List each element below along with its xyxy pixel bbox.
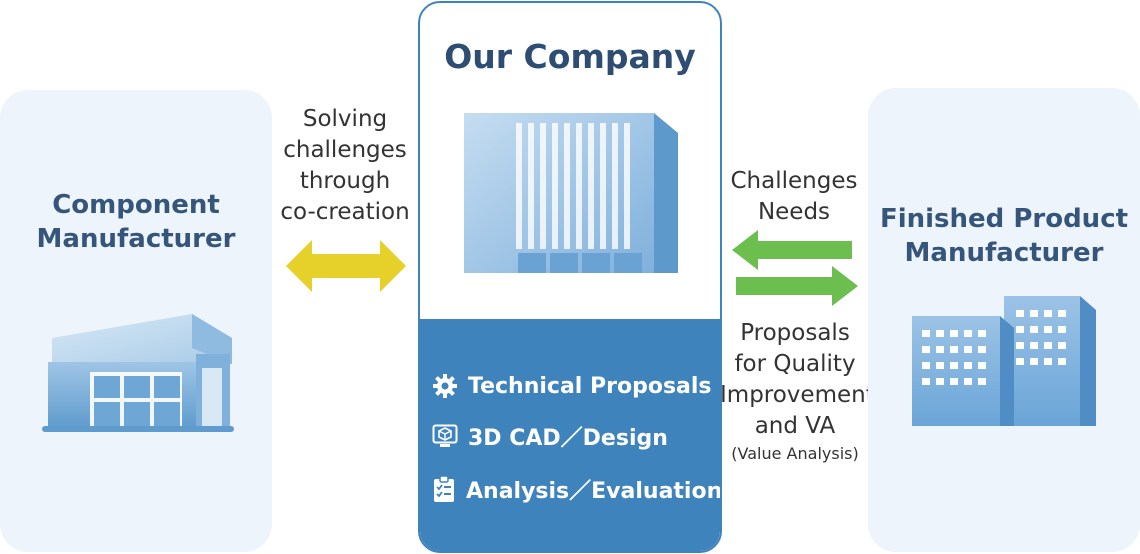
- clipboard-checklist-icon: [434, 475, 454, 502]
- co-creation-label: Solving challenges through co-creation: [274, 104, 416, 228]
- office-building-icon: [464, 113, 678, 273]
- finished-product-manufacturer-title: Finished Product Manufacturer: [868, 202, 1140, 270]
- cube-icon: [432, 424, 458, 447]
- double-arrow-icon: [286, 240, 406, 292]
- challenges-needs-label: Challenges Needs: [722, 166, 866, 228]
- arrow-left-icon: [732, 230, 852, 270]
- right-title-line-1: Finished Product: [879, 204, 1129, 234]
- proposals-line-1: Proposals: [740, 320, 850, 346]
- co-creation-line-1: Solving: [302, 106, 388, 132]
- left-title-line-2: Manufacturer: [36, 224, 236, 254]
- office-buildings-icon: [912, 296, 1096, 426]
- factory-icon: [42, 314, 234, 432]
- service-label: Analysis／Evaluation: [466, 479, 722, 504]
- value-analysis-note: (Value Analysis): [731, 444, 859, 463]
- proposals-line-2: for Quality: [734, 351, 856, 377]
- challenges-line: Challenges: [730, 168, 858, 194]
- our-company-title: Our Company: [444, 37, 696, 76]
- component-manufacturer-panel: Component Manufacturer: [0, 90, 272, 552]
- co-creation-line-3: through: [299, 168, 391, 194]
- service-label: 3D CAD／Design: [468, 426, 668, 451]
- service-label: Technical Proposals: [468, 373, 712, 399]
- services-box: Technical Proposals 3D CAD／Design Analys…: [420, 319, 722, 551]
- component-manufacturer-title: Component Manufacturer: [0, 188, 272, 256]
- service-technical-proposals: Technical Proposals: [432, 369, 712, 403]
- gear-icon: [433, 374, 457, 398]
- co-creation-line-2: challenges: [283, 137, 407, 163]
- finished-product-manufacturer-panel: Finished Product Manufacturer: [868, 88, 1140, 552]
- service-3d-cad-design: 3D CAD／Design: [432, 419, 668, 453]
- our-company-card: Our Company: [418, 1, 722, 553]
- proposals-line-4: and VA: [754, 413, 836, 439]
- arrow-right-icon: [736, 266, 858, 306]
- left-title-line-1: Component: [52, 190, 220, 220]
- co-creation-line-4: co-creation: [280, 199, 410, 225]
- service-analysis-evaluation: Analysis／Evaluation: [432, 472, 722, 506]
- right-title-line-2: Manufacturer: [904, 238, 1104, 268]
- needs-line: Needs: [757, 199, 831, 225]
- proposals-line-3: Improvement: [720, 382, 875, 408]
- proposals-label: Proposals for Quality Improvement and VA…: [720, 318, 875, 466]
